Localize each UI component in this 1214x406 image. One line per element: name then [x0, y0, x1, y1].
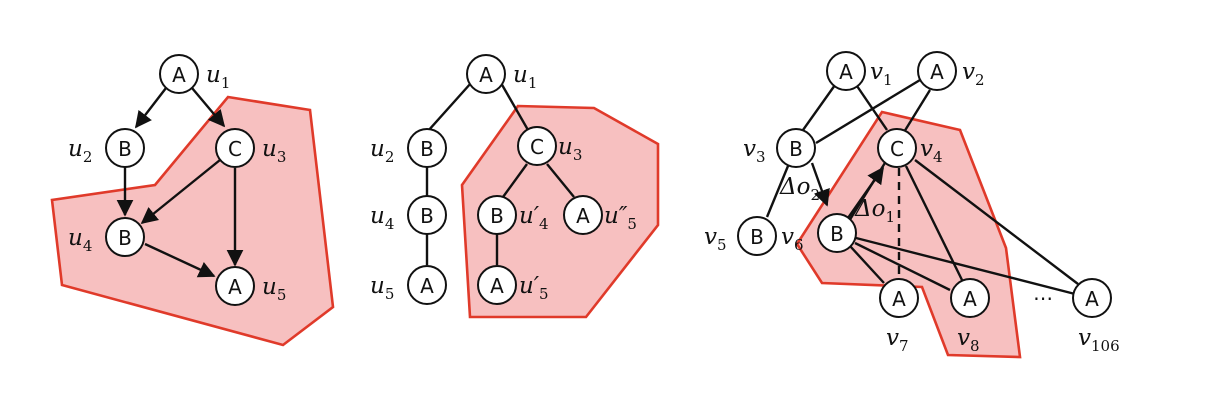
panel2-highlight-region [460, 104, 660, 319]
node-letter: B [490, 204, 504, 228]
label-u1: u1 [206, 62, 230, 92]
node-p2-u4prime: B [477, 195, 517, 235]
edge-u3-u4 [140, 159, 221, 225]
label-v7: v7 [886, 325, 909, 355]
edge-v6-v8 [854, 241, 951, 292]
label-v6: v6 [781, 224, 804, 254]
label-v106: v106 [1078, 325, 1120, 355]
node-p2-u5prime: A [477, 265, 517, 305]
label-p2-u4prime: u′4 [519, 203, 549, 233]
label-p2-u2: u2 [370, 136, 394, 166]
label-delta-o1: Δo1 [854, 196, 895, 226]
node-letter: A [228, 275, 242, 299]
edge-u1-u2 [134, 87, 167, 129]
node-letter: B [118, 226, 132, 250]
edge-v6-v7 [849, 245, 885, 284]
node-letter: B [830, 222, 844, 246]
edge-u1-u3 [191, 87, 226, 128]
label-p2-u3: u3 [558, 134, 582, 164]
edge-v1-v3 [802, 84, 836, 131]
label-v3: v3 [743, 136, 766, 166]
label-v4: v4 [920, 136, 943, 166]
node-v4: C [877, 128, 917, 168]
node-v8: A [950, 278, 990, 318]
node-letter: A [576, 204, 590, 228]
label-u3: u3 [262, 136, 286, 166]
ellipsis-text: ⋯ [1033, 286, 1053, 310]
node-v2: A [917, 51, 957, 91]
node-p2-u5: A [407, 265, 447, 305]
label-v5: v5 [704, 224, 727, 254]
label-p2-u5prime: u′5 [519, 273, 549, 303]
label-v2: v2 [962, 59, 985, 89]
edge-v6-v106 [855, 236, 1076, 296]
edge-v3-v5 [765, 165, 790, 218]
node-letter: A [839, 60, 853, 84]
node-u1: A [159, 54, 199, 94]
edge-u4-u5 [144, 242, 216, 278]
edge-v2-v3 [815, 78, 921, 145]
node-letter: A [490, 274, 504, 298]
edge-p2-u3-u5pp [546, 163, 575, 198]
label-p2-u1: u1 [513, 62, 537, 92]
node-letter: A [1085, 287, 1099, 311]
label-u2: u2 [68, 136, 92, 166]
node-u4: B [105, 217, 145, 257]
node-letter: A [892, 287, 906, 311]
edge-v4-v106 [914, 159, 1079, 285]
node-u5: A [215, 266, 255, 306]
label-v1: v1 [870, 59, 893, 89]
node-p2-u5doubleprime: A [563, 195, 603, 235]
node-p2-u2: B [407, 128, 447, 168]
label-u4: u4 [68, 225, 92, 255]
label-delta-o2: Δo2 [779, 174, 820, 204]
node-letter: B [750, 225, 764, 249]
panel-2: A u1 B u2 C u3 B u4 A u5 B u′4 A [370, 54, 660, 319]
label-p2-u4: u4 [370, 203, 394, 233]
node-v1: A [826, 51, 866, 91]
node-letter: C [890, 137, 904, 161]
node-v7: A [879, 278, 919, 318]
node-v3: B [776, 128, 816, 168]
edge-p2-u1-u3 [499, 82, 530, 131]
label-p2-u5doubleprime: u″5 [604, 203, 637, 233]
node-p2-u3: C [517, 126, 557, 166]
node-letter: A [479, 63, 493, 87]
node-letter: C [530, 135, 544, 159]
panel-1: A u1 B u2 C u3 B u4 A u5 [50, 54, 335, 347]
node-p2-u4: B [407, 195, 447, 235]
label-u5: u5 [262, 274, 286, 304]
edge-p2-u1-u2 [427, 82, 472, 132]
node-letter: A [930, 60, 944, 84]
node-letter: A [420, 274, 434, 298]
edge-v3-v6 [810, 162, 830, 207]
node-letter: A [963, 287, 977, 311]
node-v5: B [737, 216, 777, 256]
node-p2-u1: A [466, 54, 506, 94]
node-u2: B [105, 128, 145, 168]
panel1-highlight-region [50, 95, 335, 347]
node-letter: B [420, 204, 434, 228]
label-p2-u5: u5 [370, 273, 394, 303]
edge-p2-u3-u4p [502, 163, 528, 198]
node-v6: B [817, 213, 857, 253]
panel-3: A v1 A v2 B v3 C v4 Δo2 Δo1 B v5 B v6 [704, 51, 1120, 359]
node-letter: B [420, 137, 434, 161]
node-v106: A [1072, 278, 1112, 318]
edge-v4-v8 [904, 165, 964, 281]
edge-v6-v4-delta [847, 166, 884, 219]
label-v8: v8 [957, 325, 980, 355]
node-letter: C [228, 137, 242, 161]
node-u3: C [215, 128, 255, 168]
node-letter: B [789, 137, 803, 161]
node-letter: B [118, 137, 132, 161]
node-letter: A [172, 63, 186, 87]
